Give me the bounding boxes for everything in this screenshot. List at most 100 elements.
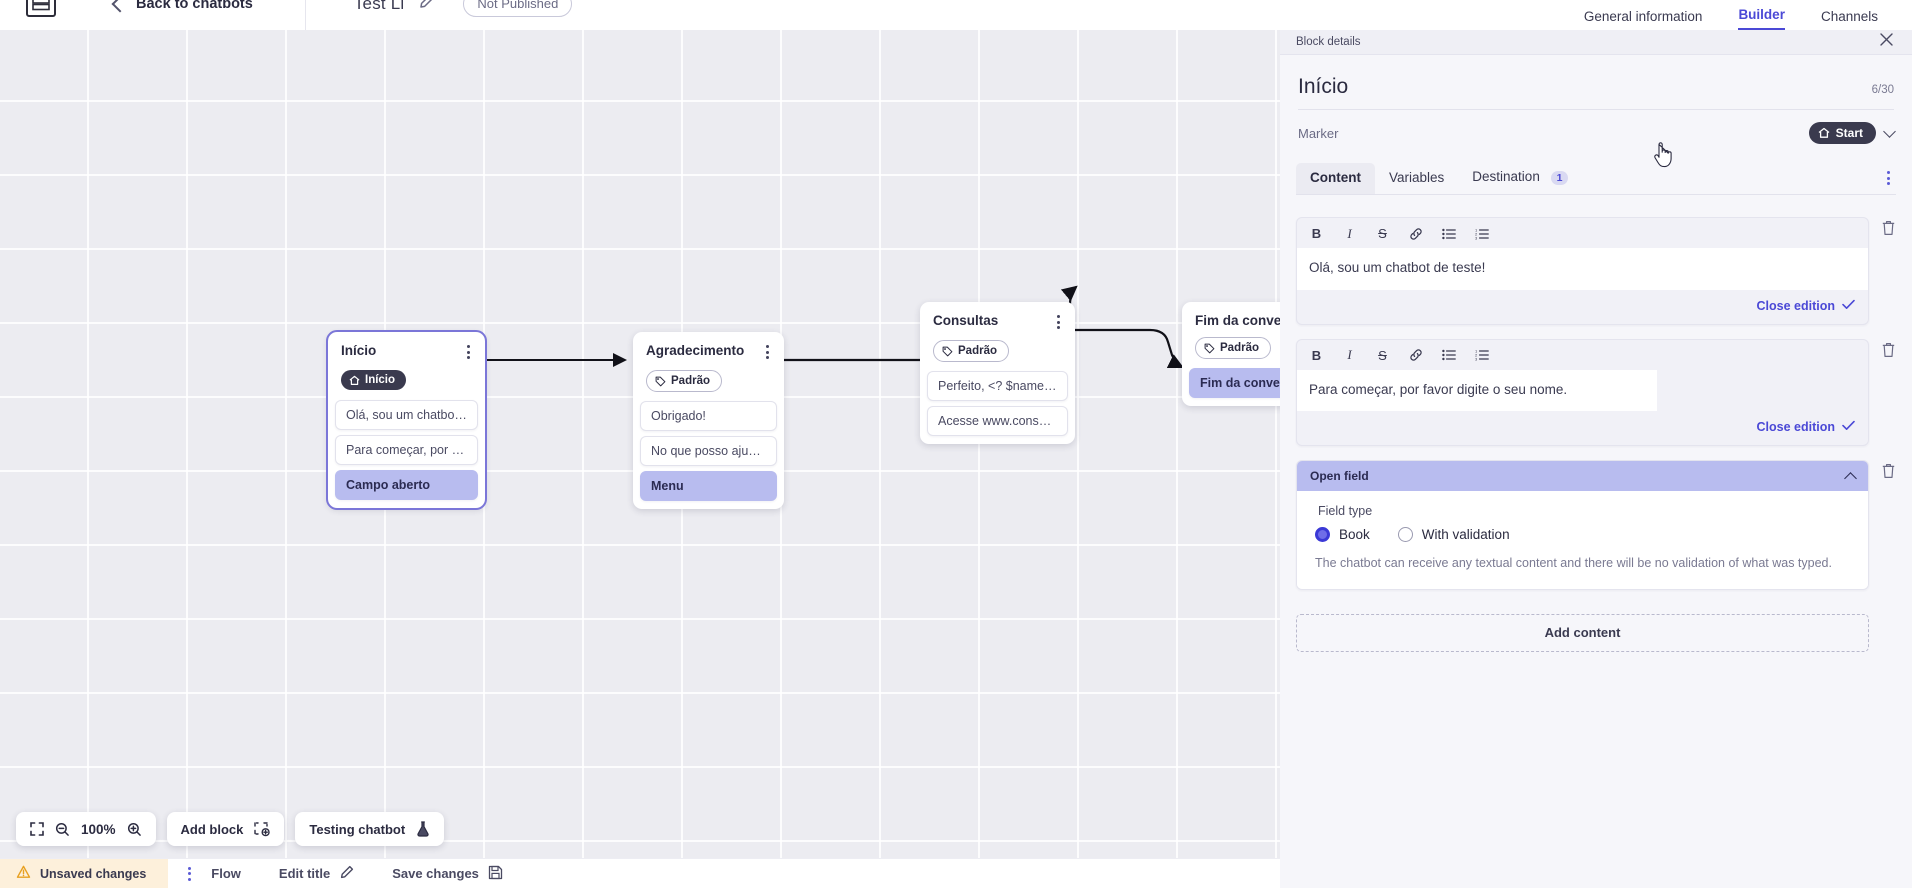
add-block-button[interactable]: Add block <box>166 812 285 846</box>
bold-icon[interactable]: B <box>1311 347 1322 363</box>
edit-title-button[interactable]: Edit title <box>279 865 354 883</box>
bold-icon[interactable]: B <box>1311 226 1322 241</box>
link-icon[interactable] <box>1408 348 1423 363</box>
node-row[interactable]: Campo aberto <box>335 469 478 500</box>
tab-destination[interactable]: Destination 1 <box>1458 162 1582 194</box>
close-icon[interactable] <box>1879 32 1894 52</box>
chevron-up-icon[interactable] <box>1844 471 1857 485</box>
unsaved-changes-indicator: Unsaved changes <box>0 858 169 888</box>
node-badge-label: Padrão <box>958 345 997 357</box>
flow-button[interactable]: Flow <box>211 866 241 881</box>
svg-text:2: 2 <box>1475 352 1478 357</box>
strikethrough-icon[interactable]: S <box>1378 226 1387 241</box>
close-edition-button[interactable]: Close edition <box>1756 298 1835 313</box>
node-row[interactable]: Para começar, por favor digite o … <box>335 434 478 465</box>
bullet-list-icon[interactable] <box>1441 348 1456 363</box>
italic-icon[interactable]: I <box>1347 225 1352 241</box>
testing-chatbot-button[interactable]: Testing chatbot <box>295 812 445 846</box>
fit-screen-icon[interactable] <box>30 822 44 836</box>
radio-button[interactable] <box>1397 527 1413 543</box>
zoom-out-icon[interactable] <box>55 822 70 837</box>
node-row[interactable]: Obrigado! <box>640 401 777 431</box>
check-icon[interactable] <box>1842 297 1855 315</box>
editor-footer: Close edition <box>1297 290 1868 324</box>
zoom-level: 100% <box>81 821 116 837</box>
node-header: Agradecimento <box>633 343 784 361</box>
tab-variables-label: Variables <box>1389 169 1445 185</box>
trash-icon[interactable] <box>1881 217 1896 241</box>
tag-icon <box>655 376 666 386</box>
save-disk-icon <box>488 865 503 883</box>
check-icon[interactable] <box>1842 418 1855 436</box>
node-row[interactable]: Olá, sou um chatbot de teste! <box>335 399 478 430</box>
radio-option-with-validation[interactable]: With validation <box>1397 527 1510 543</box>
node-row[interactable]: Perfeito, <? $name ?>! <box>927 371 1068 401</box>
flow-node-consultas[interactable]: Consultas Padrão Perfeito, <? $name ?>! … <box>920 302 1075 444</box>
back-to-chatbots-link[interactable]: Back to chatbots <box>111 0 253 13</box>
node-rows: Obrigado! No que posso ajudar, <? $name … <box>633 401 784 501</box>
trash-icon[interactable] <box>1881 460 1896 484</box>
tab-content[interactable]: Content <box>1296 162 1375 194</box>
more-vertical-icon[interactable] <box>1881 163 1896 193</box>
node-badge-default: Padrão <box>646 370 722 392</box>
tab-builder[interactable]: Builder <box>1738 7 1785 30</box>
divider <box>1298 109 1894 110</box>
node-menu-icon[interactable] <box>465 343 472 361</box>
node-row[interactable]: Menu <box>640 471 777 501</box>
close-edition-button[interactable]: Close edition <box>1756 420 1835 435</box>
radio-option-book[interactable]: Book <box>1315 527 1370 543</box>
tab-variables[interactable]: Variables <box>1375 163 1458 194</box>
pencil-icon[interactable] <box>418 0 435 15</box>
trash-icon[interactable] <box>1881 339 1896 363</box>
node-rows: Olá, sou um chatbot de teste! Para começ… <box>328 399 485 500</box>
document-title: Test Li <box>353 0 405 13</box>
tag-icon <box>942 346 953 356</box>
open-field-body: Field type Book With validation <box>1297 491 1868 589</box>
marker-control: Start <box>1808 122 1896 144</box>
marker-start-pill[interactable]: Start <box>1808 122 1876 144</box>
node-row[interactable]: No que posso ajudar, <? $name … <box>640 436 777 466</box>
flow-node-agradecimento[interactable]: Agradecimento Padrão Obrigado! No que po… <box>633 332 784 509</box>
panel-inner-tabs: Content Variables Destination 1 <box>1296 162 1896 194</box>
warning-triangle-icon <box>16 865 31 882</box>
editor-text[interactable]: Para começar, por favor digite o seu nom… <box>1297 369 1657 412</box>
flow-node-inicio[interactable]: Início Início Olá, sou um chatbot de tes… <box>326 330 487 510</box>
node-menu-icon[interactable] <box>764 343 771 361</box>
add-content-button[interactable]: Add content <box>1296 613 1869 652</box>
strikethrough-icon[interactable]: S <box>1378 347 1387 363</box>
radio-button[interactable] <box>1315 527 1330 543</box>
node-menu-icon[interactable] <box>1055 313 1062 331</box>
node-badge-default: Padrão <box>933 340 1009 362</box>
node-header: Consultas <box>920 313 1075 331</box>
chatbot-logo-icon[interactable] <box>26 0 56 17</box>
open-field-item: Open field Field type Book <box>1296 460 1896 590</box>
italic-icon[interactable]: I <box>1347 347 1352 363</box>
bullet-list-icon[interactable] <box>1441 226 1456 241</box>
save-changes-button[interactable]: Save changes <box>392 865 503 883</box>
node-row[interactable]: Acesse www.consultas.com par… <box>927 406 1068 436</box>
zoom-in-icon[interactable] <box>127 822 142 837</box>
editor-text[interactable]: Olá, sou um chatbot de teste! <box>1297 248 1868 290</box>
tab-destination-label: Destination <box>1472 169 1540 184</box>
tab-channels[interactable]: Channels <box>1820 9 1878 24</box>
back-to-chatbots-label: Back to chatbots <box>136 0 253 12</box>
panel-header-label: Block details <box>1296 36 1361 48</box>
chevron-down-icon[interactable] <box>1883 125 1896 138</box>
tab-content-label: Content <box>1310 169 1361 185</box>
tab-general-information[interactable]: General information <box>1583 9 1703 24</box>
zoom-controls: 100% <box>16 812 156 846</box>
open-field-header[interactable]: Open field <box>1297 461 1868 492</box>
more-vertical-icon[interactable] <box>188 866 192 881</box>
add-block-icon <box>254 821 271 837</box>
svg-text:2: 2 <box>1475 231 1478 236</box>
node-rows: Perfeito, <? $name ?>! Acesse www.consul… <box>920 371 1075 436</box>
panel-header: Block details <box>1280 30 1912 55</box>
link-icon[interactable] <box>1408 226 1423 241</box>
